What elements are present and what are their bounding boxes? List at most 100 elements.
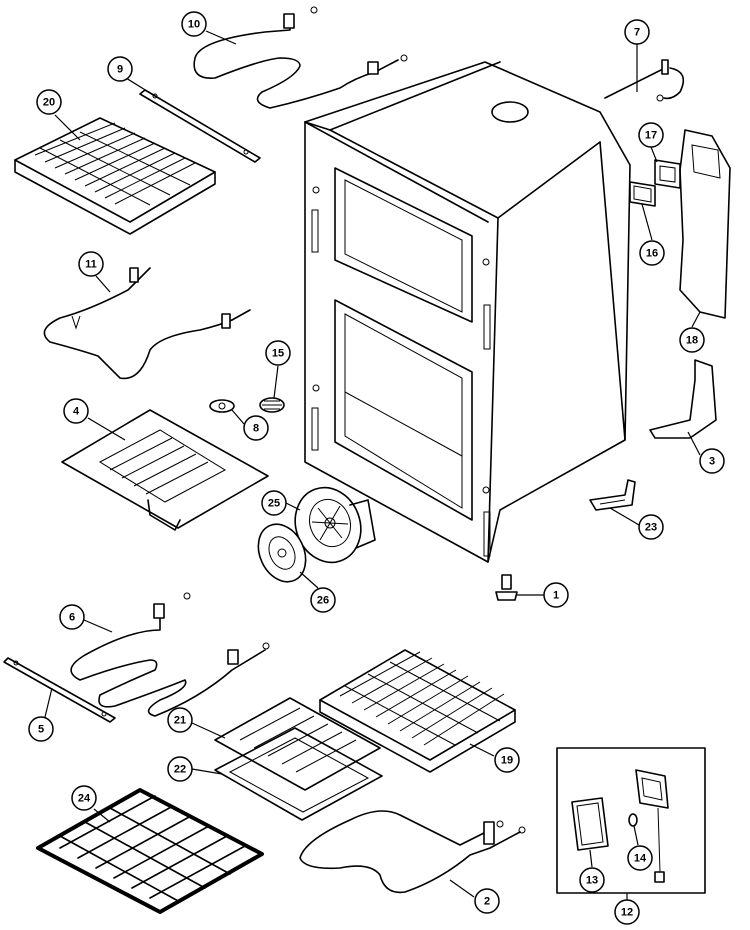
callout-number: 3 [709,456,715,468]
leader-lines [44,30,701,900]
part-12-inset-kit [556,747,706,894]
callout-circle [36,89,62,115]
callout-number: 13 [586,875,598,887]
part-23-bracket [589,479,636,511]
callout-circle [243,415,269,441]
callout-circle [627,845,653,871]
callout-number: 23 [645,522,657,534]
callout-circle [167,707,193,733]
part-10-broil-element [193,6,408,109]
callout-number: 11 [85,259,97,271]
callout-4: 4 [63,398,89,424]
part-15-lens [259,397,285,413]
callout-8: 8 [243,415,269,441]
callout-9: 9 [107,56,133,82]
callout-5: 5 [28,716,54,742]
callout-16: 16 [639,240,665,266]
part-6-element [70,592,270,717]
part-13-pad [571,797,609,851]
callout-number: 15 [272,348,284,360]
part-5-strip [3,657,116,723]
callout-number: 12 [621,907,633,919]
callout-circle [167,756,193,782]
part-1-leveling-leg [495,574,518,601]
part-2-bake-element [299,810,526,894]
callout-circle [638,514,664,540]
callout-circle [614,899,640,925]
callout-10: 10 [181,11,207,37]
callout-labels: 1234567891011121314151617181920212223242… [28,11,725,925]
callout-2: 2 [474,888,500,914]
callout-11: 11 [78,251,104,277]
callout-circle [474,888,500,914]
part-18-side-panel [679,129,731,319]
callout-number: 8 [253,423,259,435]
part-3-trim [649,359,717,439]
part-19-oven-rack [319,649,516,773]
callout-number: 10 [188,19,200,31]
callout-circle [59,604,85,630]
callout-number: 17 [645,130,657,142]
callout-number: 20 [43,97,55,109]
callout-6: 6 [59,604,85,630]
callout-circle [78,251,104,277]
callout-17: 17 [638,122,664,148]
callout-18: 18 [679,327,705,353]
callout-number: 21 [174,715,186,727]
callout-circle [638,122,664,148]
part-21-broil-pan-insert [214,697,381,791]
part-14-lamp-assembly [628,769,669,883]
part-7-sensor [604,59,685,102]
callout-circle [310,587,336,613]
callout-19: 19 [494,747,520,773]
callout-number: 25 [268,498,280,510]
callout-number: 4 [73,406,80,418]
callout-7: 7 [624,19,650,45]
callout-number: 6 [69,612,75,624]
callout-23: 23 [638,514,664,540]
callout-circle [543,582,569,608]
callout-number: 22 [174,764,186,776]
callout-20: 20 [36,89,62,115]
callout-circle [579,867,605,893]
callout-12: 12 [614,899,640,925]
callout-22: 22 [167,756,193,782]
callout-circle [699,448,725,474]
callout-circle [71,785,97,811]
callout-circle [624,19,650,45]
callout-number: 14 [634,853,647,865]
part-20-oven-rack [14,117,216,235]
callout-circle [261,490,287,516]
callout-number: 7 [634,27,640,39]
callout-1: 1 [543,582,569,608]
callout-21: 21 [167,707,193,733]
callout-3: 3 [699,448,725,474]
part-22-broil-pan [214,727,383,821]
callout-number: 24 [78,793,91,805]
callout-circle [679,327,705,353]
callout-13: 13 [579,867,605,893]
part-16-cover [629,181,656,207]
callout-15: 15 [265,340,291,366]
callout-circle [28,716,54,742]
callout-number: 16 [646,248,658,260]
oven-cavity-body [304,61,631,563]
part-11-bake-element [43,267,251,380]
callout-25: 25 [261,490,287,516]
part-26-fan-cover [257,523,307,583]
callout-number: 19 [501,755,513,767]
callout-circle [181,11,207,37]
callout-number: 1 [553,590,559,602]
callout-circle [494,747,520,773]
callout-circle [107,56,133,82]
part-9-strip [139,89,261,163]
callout-14: 14 [627,845,653,871]
callout-24: 24 [71,785,97,811]
part-4-bottom-panel [61,409,269,531]
callout-circle [639,240,665,266]
callout-number: 2 [484,896,490,908]
callout-number: 9 [117,64,123,76]
part-8-socket [209,399,235,413]
callout-number: 5 [38,724,44,736]
